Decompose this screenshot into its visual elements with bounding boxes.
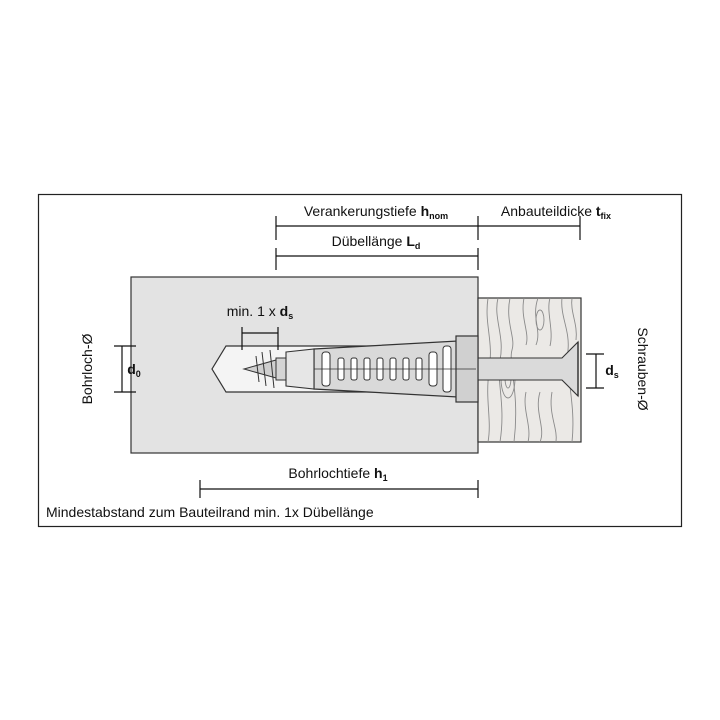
anchorage-depth-label: Verankerungstiefe hnom	[304, 203, 448, 221]
drill-diameter-symbol: d0	[127, 361, 141, 379]
drill-depth-label: Bohrlochtiefe h1	[288, 465, 387, 483]
footer-note: Mindestabstand zum Bauteilrand min. 1x D…	[46, 504, 374, 520]
drill-hole-diameter-label: Bohrloch-Ø	[79, 333, 95, 404]
diagram-frame	[37, 193, 683, 528]
screw-diameter-label: Schrauben-Ø	[635, 327, 651, 410]
screw-diameter-symbol: ds	[605, 362, 619, 380]
dowel-length-label: Dübellänge Ld	[332, 233, 421, 251]
screw-sleeve-transition	[285, 348, 315, 390]
min-spacing-label: min. 1 x ds	[227, 303, 293, 321]
fixture-thickness-label: Anbauteildicke tfix	[501, 203, 611, 221]
dowel-sleeve	[313, 335, 479, 403]
